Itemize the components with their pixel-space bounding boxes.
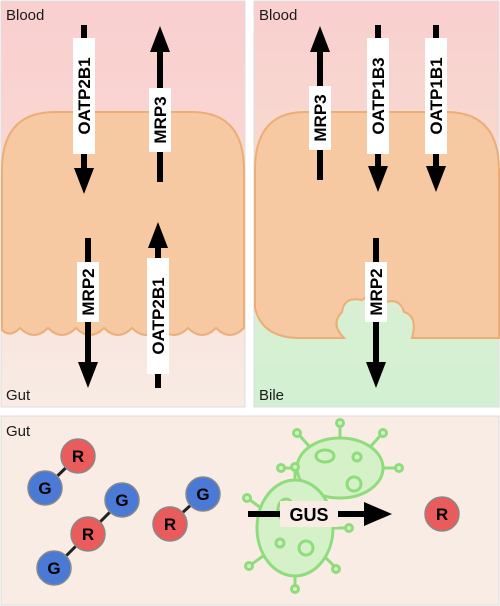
transporter-label: MRP2 <box>367 268 386 315</box>
panel-gut-lumen: Gut R G G R G G R <box>0 415 500 606</box>
glucuronide-node-label: G <box>196 485 209 504</box>
drug-node <box>70 516 106 552</box>
blood-label: Blood <box>6 7 44 24</box>
gus-enzyme-label: GUS <box>289 505 328 525</box>
free-drug: R <box>424 496 460 532</box>
blood-label: Blood <box>259 7 297 24</box>
transporter-mrp2-efflux: MRP2 <box>365 238 387 388</box>
enterocyte-cell <box>0 111 245 336</box>
glucuronide-node-label: G <box>38 479 51 498</box>
arrow-head-down-icon <box>74 168 94 194</box>
arrow-head-down-icon <box>368 166 388 192</box>
drug-node-label: R <box>164 515 176 534</box>
bile-label: Bile <box>259 387 284 404</box>
arrow-head-right-icon <box>364 502 392 526</box>
panel-liver: Blood Bile MRP3 OATP1B3 OATP1B1 <box>253 0 500 408</box>
glucuronide-node-label: G <box>47 559 60 578</box>
glucuronide-conjugate: R G <box>27 438 96 506</box>
glucuronide-conjugate: G R <box>152 476 221 542</box>
drug-node-label: R <box>82 525 94 544</box>
drug-node <box>152 506 188 542</box>
arrow-head-up-icon <box>150 26 170 52</box>
transporter-label: MRP3 <box>311 94 330 141</box>
panel-intestine: Blood Gut OATP2B1 MRP3 MRP2 OATP <box>0 0 246 408</box>
gus-reaction-arrow: GUS <box>248 501 392 527</box>
arrow-head-down-icon <box>78 362 98 388</box>
glucuronide-node <box>27 470 63 506</box>
arrow-head-up-icon <box>148 222 168 248</box>
drug-node <box>60 438 96 474</box>
glucuronide-node <box>185 476 221 512</box>
glucuronide-node <box>104 482 140 518</box>
transporter-oatp2b1-apical: OATP2B1 <box>147 222 169 388</box>
arrow-head-up-icon <box>310 26 330 52</box>
gut-label: Gut <box>6 387 31 404</box>
gut-label: Gut <box>6 423 31 440</box>
transporter-label: OATP1B3 <box>369 57 388 134</box>
drug-node-label: R <box>72 447 84 466</box>
transporter-label: MRP3 <box>151 96 170 143</box>
transporter-label: OATP2B1 <box>75 57 94 134</box>
transporter-label: OATP1B1 <box>427 57 446 134</box>
glucuronide-node <box>36 550 72 586</box>
transporter-oatp1b3-influx: OATP1B3 <box>367 25 389 192</box>
transporter-oatp1b1-influx: OATP1B1 <box>425 25 447 192</box>
glucuronide-node-label: G <box>115 491 128 510</box>
arrow-head-down-icon <box>366 362 386 388</box>
arrow-head-down-icon <box>426 166 446 192</box>
drug-node <box>424 496 460 532</box>
drug-node-label: R <box>436 505 448 524</box>
transporter-label: MRP2 <box>79 268 98 315</box>
transporter-oatp2b1-influx: OATP2B1 <box>73 25 95 194</box>
transporter-mrp3-efflux: MRP3 <box>309 26 331 180</box>
transporter-mrp2-efflux: MRP2 <box>77 238 99 388</box>
transporter-mrp3-efflux: MRP3 <box>149 26 171 182</box>
transporter-label: OATP2B1 <box>149 277 168 354</box>
glucuronide-conjugate: G R G <box>36 482 140 586</box>
